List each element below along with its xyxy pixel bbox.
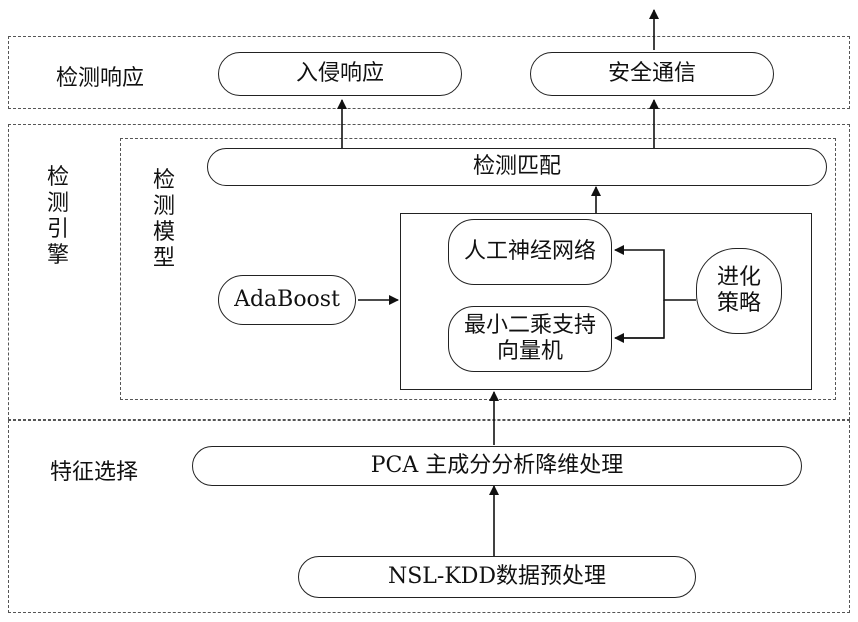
arrow-evolution-to-ann [615,250,696,300]
evolution-strategy-node: 进化策略 [696,248,782,334]
lssvm-node: 最小二乘支持向量机 [448,306,612,372]
pca-node: PCA 主成分分析降维处理 [192,446,802,486]
intrusion-response-node: 入侵响应 [218,52,462,96]
adaboost-node: AdaBoost [218,275,356,325]
nsl-kdd-preprocess-node: NSL-KDD数据预处理 [298,556,696,598]
arrow-evolution-to-lssvm [615,300,664,338]
secure-communication-node: 安全通信 [530,52,774,96]
detection-match-node: 检测匹配 [207,148,827,186]
ann-node: 人工神经网络 [448,219,612,285]
